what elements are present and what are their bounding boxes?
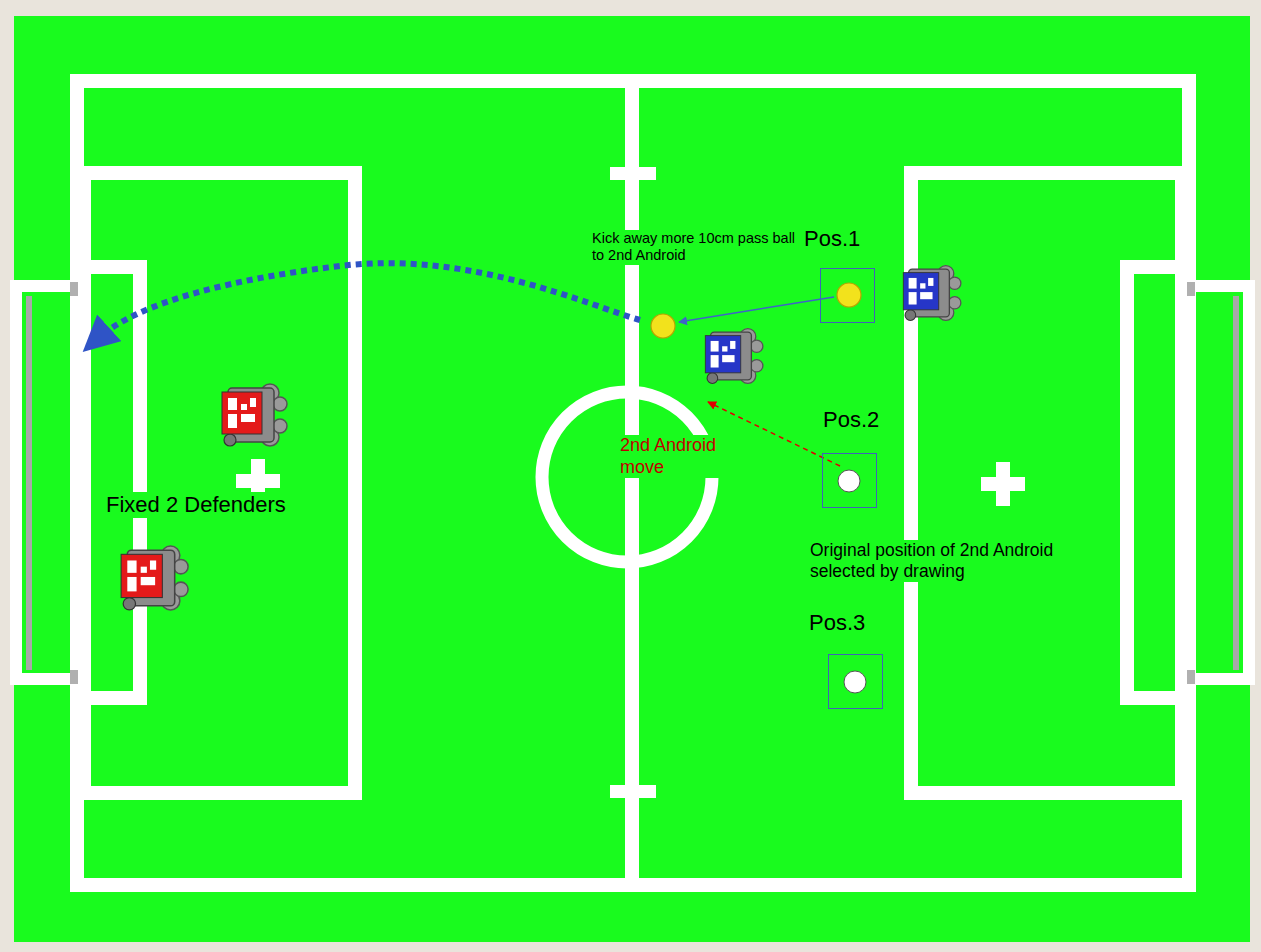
goal-net (26, 296, 32, 670)
center-mark (610, 167, 656, 180)
goal-frame (16, 286, 76, 679)
penalty-cross (996, 462, 1010, 506)
goal-area (84, 267, 140, 698)
goal (1187, 282, 1249, 684)
position-label: Pos.1 (804, 227, 860, 251)
center-mark (610, 785, 656, 798)
note-label: Fixed 2 Defenders (104, 492, 288, 518)
ball (651, 314, 675, 338)
penalty-area (84, 173, 355, 793)
shot-path (96, 263, 640, 340)
field-marks (236, 167, 1025, 798)
goal-frame (1189, 286, 1249, 679)
outer-line (77, 81, 1189, 885)
field-lines (77, 81, 1189, 885)
center-line (625, 81, 639, 885)
goal (16, 282, 78, 684)
defender-robot (222, 384, 287, 446)
goal-post (70, 670, 78, 684)
position-label: Pos.3 (809, 611, 865, 635)
note-label: 2nd Android move (618, 435, 740, 478)
position-marker (844, 671, 866, 693)
goal-post (70, 282, 78, 296)
pass-arrow (679, 297, 834, 322)
position-marker (838, 470, 860, 492)
android-robot (705, 329, 763, 384)
defender-robot (121, 546, 188, 610)
goal-post (1187, 282, 1195, 296)
goal-post (1187, 670, 1195, 684)
penalty-area (911, 173, 1182, 793)
position-box: Pos.2 (822, 453, 877, 508)
goal-net (1233, 296, 1239, 670)
ball (837, 283, 861, 307)
position-box: Pos.3 (828, 654, 883, 709)
position-box: Pos.1 (820, 268, 875, 323)
note-label: Kick away more 10cm pass ball to 2nd And… (590, 230, 804, 265)
note-label: Original position of 2nd Android selecte… (808, 540, 1112, 582)
goal-area (1127, 267, 1183, 698)
position-label: Pos.2 (823, 408, 879, 432)
android-robot (903, 266, 961, 321)
pitch-ground (14, 16, 1250, 942)
